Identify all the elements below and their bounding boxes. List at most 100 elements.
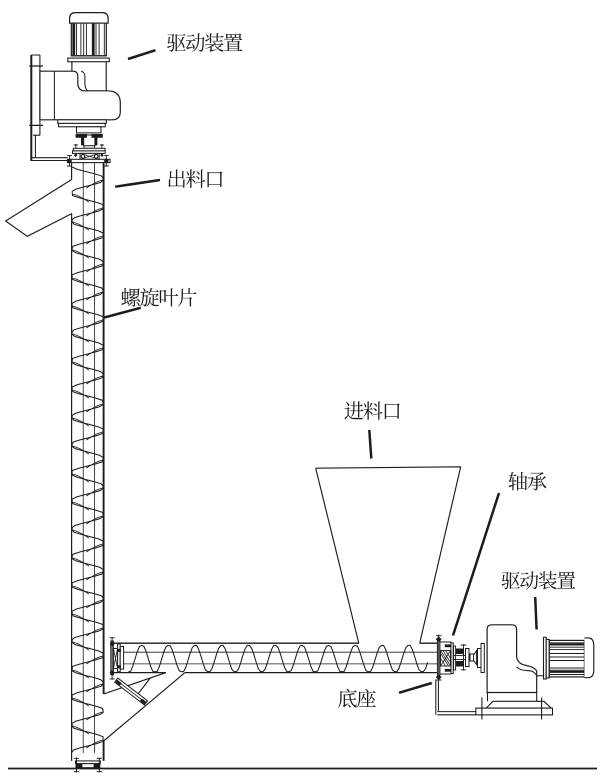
right-motor-cap — [584, 637, 595, 679]
top-shaft-flange-stack-stroke — [93, 154, 99, 159]
horizontal-screw-blade-stroke — [128, 644, 429, 673]
label-bearing-glyph — [508, 471, 528, 491]
shaft-end-bearing-stroke — [440, 650, 451, 667]
drive-base-stroke — [437, 711, 476, 716]
vertical-tube-walls-stroke — [82, 163, 95, 753]
left-end-bearing-stroke — [119, 645, 125, 670]
shaft-coupling-stroke — [465, 648, 470, 667]
label-discharge-outlet-glyph — [168, 169, 186, 188]
top-output-coupling-stroke — [91, 134, 103, 146]
transition-chute-stroke — [103, 672, 186, 742]
feed-hopper — [315, 466, 462, 644]
shaft-end-bearing-stroke — [435, 636, 442, 642]
drive-base — [435, 679, 554, 720]
cleanout-port-stroke — [116, 679, 147, 704]
label-discharge-outlet-text — [168, 169, 223, 188]
vertical-screw-blade — [71, 166, 104, 753]
shaft-end-bearing-stroke — [435, 674, 442, 680]
label-drive-unit-bottom-leader-line — [533, 596, 538, 630]
label-feed-inlet-glyph — [384, 403, 400, 420]
top-drive-unit — [29, 12, 121, 167]
shaft-coupling-stroke — [456, 648, 464, 654]
left-end-bearing-stroke — [113, 648, 118, 669]
top-motor — [67, 12, 110, 63]
label-bearing — [451, 471, 547, 636]
label-bearing-glyph — [527, 472, 547, 491]
top-gearbox-inner-curve — [80, 70, 89, 92]
top-shaft-flange-stack-stroke — [100, 153, 104, 158]
label-screw-blade-glyph — [159, 288, 179, 307]
label-feed-inlet-glyph — [344, 401, 364, 420]
top-gearbox-stroke — [75, 126, 102, 134]
cleanout-port-stroke — [136, 677, 151, 697]
vertical-screw-conveyor — [4, 163, 105, 773]
drive-base-stroke — [486, 692, 538, 702]
label-drive-unit-bottom-text — [501, 571, 576, 590]
label-discharge-outlet-leader-line — [115, 178, 161, 188]
tube-top-flange — [66, 158, 111, 164]
label-base-text — [338, 688, 376, 708]
label-drive-unit-bottom-glyph — [501, 571, 520, 590]
shaft-coupling-stroke — [453, 645, 457, 671]
drive-base-stroke — [481, 697, 543, 720]
shaft-coupling-stroke — [473, 648, 478, 667]
shaft-end-bearing-stroke — [450, 642, 454, 674]
label-drive-unit-top-glyph — [167, 33, 186, 52]
cleanout-port-stroke — [115, 679, 122, 686]
right-motor-stroke — [549, 642, 584, 675]
horizontal-screw-blade — [128, 644, 429, 673]
shaft-end-bearing-stroke — [444, 668, 451, 672]
shaft-coupling-stroke — [460, 644, 467, 671]
left-end-bearing-stroke — [117, 648, 121, 652]
top-gearbox-housing — [39, 70, 121, 121]
top-gearbox-base — [57, 119, 107, 124]
label-drive-unit-bottom-glyph — [520, 571, 539, 590]
drive-base-stroke — [475, 707, 554, 716]
top-shaft-flange-stack-stroke — [103, 158, 109, 164]
vertical-screw-blade-stroke — [72, 179, 103, 749]
label-screw-blade-glyph — [140, 287, 159, 307]
right-gearbox-inner-curve — [516, 666, 537, 676]
wall-mount-bracket-stroke — [31, 54, 41, 136]
label-drive-unit-bottom-glyph — [538, 571, 557, 590]
shaft-coupling — [453, 644, 478, 671]
label-feed-inlet-glyph — [363, 401, 383, 420]
label-screw-blade-leader-line — [103, 306, 142, 319]
shaft-end-bearing — [435, 634, 454, 681]
right-drive-unit — [435, 624, 595, 720]
top-shaft-flange-stack-stroke — [66, 158, 73, 164]
left-end-bearing — [109, 637, 125, 680]
drive-base-stroke — [435, 679, 439, 715]
right-gearbox — [477, 624, 544, 694]
right-motor-stroke — [549, 643, 584, 673]
label-discharge-outlet — [115, 169, 223, 188]
label-base-leader-line — [398, 681, 433, 694]
top-shaft-flange-stack-stroke — [74, 153, 78, 158]
label-discharge-outlet-glyph — [186, 169, 206, 188]
vertical-screw-blade-stroke — [71, 166, 104, 753]
wall-mount-bracket-stroke — [30, 135, 68, 162]
label-discharge-outlet-glyph — [207, 171, 223, 188]
label-base-glyph — [356, 688, 376, 708]
top-shaft-flange-stack — [66, 147, 111, 167]
label-drive-unit-top — [127, 33, 243, 61]
cleanout-port-stroke — [140, 698, 147, 705]
label-base-glyph — [338, 688, 357, 708]
top-gearbox-neck — [71, 61, 107, 91]
horizontal-tube-walls — [110, 642, 438, 674]
label-screw-blade-glyph — [121, 288, 140, 307]
label-screw-blade — [103, 287, 197, 319]
discharge-chute — [4, 179, 73, 237]
vertical-tube-foot — [73, 757, 102, 773]
label-drive-unit-bottom — [501, 571, 576, 630]
label-drive-unit-top-text — [167, 33, 243, 52]
vertical-tube-foot-stroke — [76, 757, 100, 773]
top-shaft-flange-stack-stroke — [80, 154, 86, 159]
right-gearbox-stroke — [477, 648, 482, 668]
wall-mount-bracket — [29, 54, 68, 162]
top-motor-stroke — [72, 23, 94, 56]
transition-chute — [103, 672, 186, 742]
horizontal-screw-conveyor — [103, 637, 438, 742]
